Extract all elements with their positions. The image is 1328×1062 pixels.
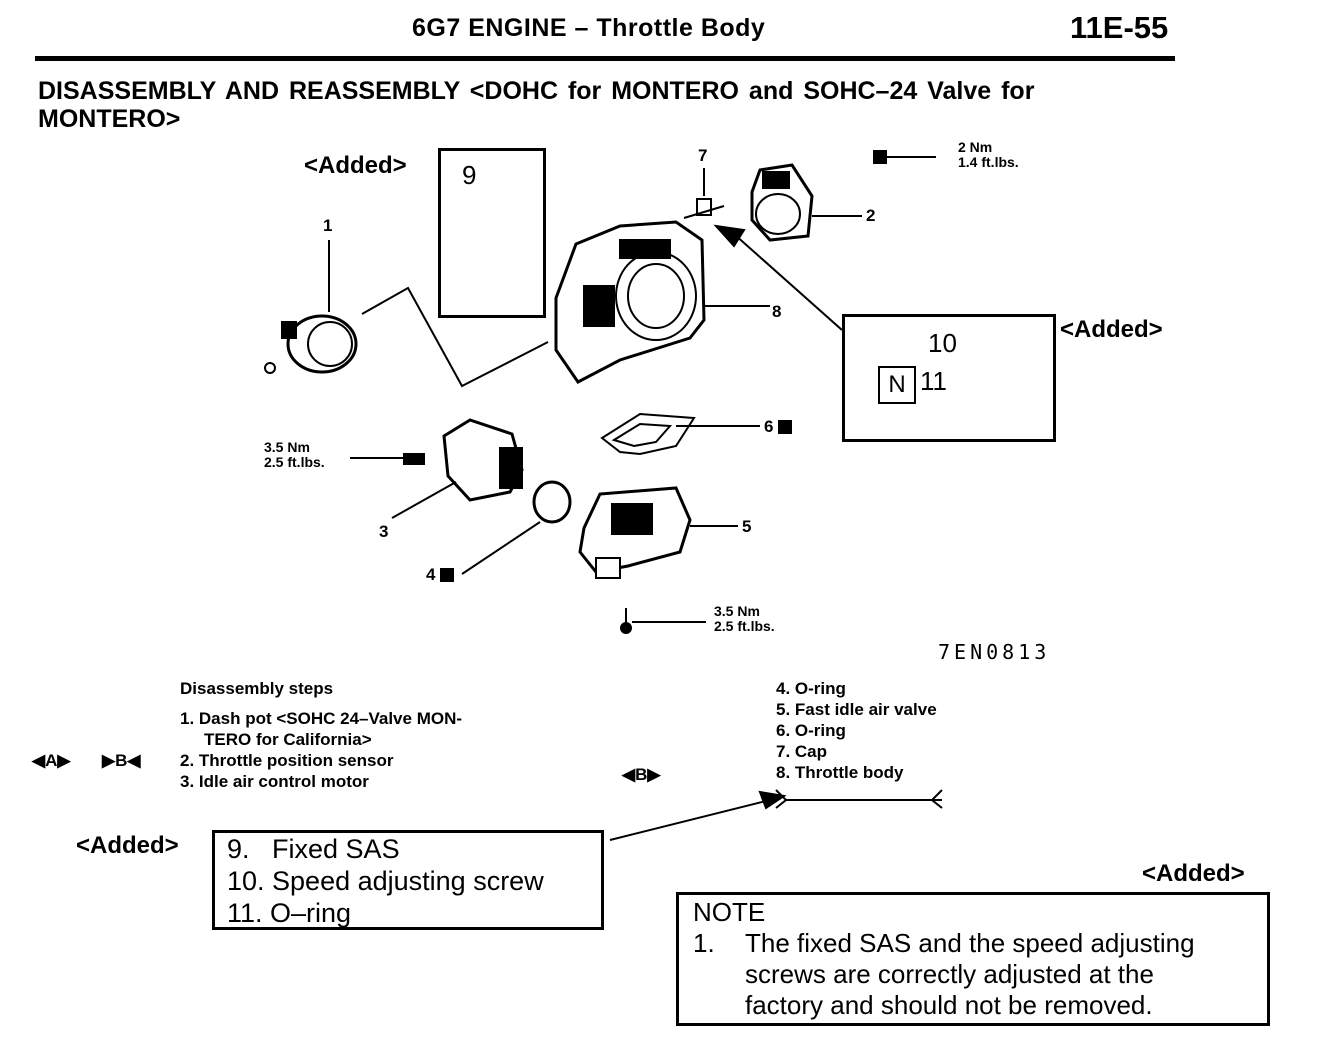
list-item: 8. Throttle body xyxy=(776,763,904,782)
added-box-fixed-sas xyxy=(438,148,546,318)
list-item: 2. Throttle position sensor xyxy=(180,751,394,770)
added-label: <Added> xyxy=(1060,316,1163,343)
torque-nm: 3.5 Nm xyxy=(714,603,760,619)
torque-ftlbs: 1.4 ft.lbs. xyxy=(958,154,1019,170)
marker-b: ▶B◀ xyxy=(102,751,141,770)
gasket-part xyxy=(600,412,760,456)
torque-ftlbs: 2.5 ft.lbs. xyxy=(714,618,775,634)
torque-nm: 3.5 Nm xyxy=(264,439,310,455)
list-item: 4. O-ring xyxy=(776,679,846,698)
callout-10: 10 xyxy=(928,328,957,358)
section-title: DISASSEMBLY AND REASSEMBLY <DOHC for MON… xyxy=(38,77,1035,133)
list-item: 9. Fixed SAS xyxy=(227,834,400,864)
callout-9: 9 xyxy=(462,160,477,190)
callout-5: 5 xyxy=(742,517,752,536)
list-item: 5. Fast idle air valve xyxy=(776,700,937,719)
disassembly-steps-right: 4. O-ring 5. Fast idle air valve 6. O-ri… xyxy=(776,678,937,783)
note-line: screws are correctly adjusted at the xyxy=(745,959,1154,989)
list-item: 7. Cap xyxy=(776,742,828,761)
torque-spec: 2 Nm 1.4 ft.lbs. xyxy=(958,140,1019,170)
note-number: 1. xyxy=(693,928,715,958)
page-number: 11E-55 xyxy=(1070,10,1169,45)
torque-nm: 2 Nm xyxy=(958,139,993,155)
idle-air-control-motor-part xyxy=(350,418,524,519)
disassembly-steps-left: 1. Dash pot <SOHC 24–Valve MON- TERO for… xyxy=(180,708,580,792)
added-steps-box: 9. Fixed SAS 10. Speed adjusting screw 1… xyxy=(212,830,604,930)
list-item: 6. O-ring xyxy=(776,721,846,740)
note-text: The fixed SAS and the speed adjusting sc… xyxy=(745,928,1195,1021)
list-item: 11. O–ring xyxy=(227,898,352,928)
torque-spec: 3.5 Nm 2.5 ft.lbs. xyxy=(264,440,325,470)
callout-1: 1 xyxy=(323,216,333,235)
callout-11: 11 xyxy=(920,366,947,396)
cap-part xyxy=(683,168,725,219)
note-box: NOTE 1. The fixed SAS and the speed adju… xyxy=(676,892,1270,1026)
throttle-position-sensor-part xyxy=(750,163,862,242)
disassembly-heading: Disassembly steps xyxy=(180,679,334,698)
figure-code: 7EN0813 xyxy=(938,640,1051,664)
note-heading: NOTE xyxy=(693,897,766,927)
callout-7: 7 xyxy=(698,146,708,165)
fast-idle-air-valve-part xyxy=(578,486,738,579)
torque-bolt-bottom xyxy=(620,608,706,634)
dash-pot-part xyxy=(264,240,358,374)
o-ring-part xyxy=(461,480,572,575)
callout-4: 4 xyxy=(426,565,436,584)
header-rule xyxy=(35,56,1175,61)
list-item: 1. Dash pot <SOHC 24–Valve MON- xyxy=(180,709,463,728)
torque-bolt-top xyxy=(873,150,936,164)
note-line: The fixed SAS and the speed adjusting xyxy=(745,928,1195,958)
marker-a: ◀A▶ xyxy=(32,751,71,770)
list-item: 10. Speed adjusting screw xyxy=(227,866,544,896)
added-box-speed-screw xyxy=(842,314,1056,442)
replace-mark-4 xyxy=(440,568,454,582)
replace-mark-6 xyxy=(778,420,792,434)
callout-6: 6 xyxy=(764,417,774,436)
callout-3: 3 xyxy=(379,522,389,541)
added-label: <Added> xyxy=(304,152,407,179)
page-header-title: 6G7 ENGINE – Throttle Body xyxy=(412,14,766,42)
list-item: TERO for California> xyxy=(204,730,372,749)
throttle-body-part xyxy=(554,220,770,384)
added-label: <Added> xyxy=(76,832,179,859)
new-part-mark: N xyxy=(878,366,916,404)
note-line: factory and should not be removed. xyxy=(745,990,1153,1020)
callout-8: 8 xyxy=(772,302,782,321)
list-item: 3. Idle air control motor xyxy=(180,772,369,791)
marker-c: ◀B▶ xyxy=(622,765,661,784)
added-label: <Added> xyxy=(1142,860,1245,887)
callout-2: 2 xyxy=(866,206,876,225)
torque-spec: 3.5 Nm 2.5 ft.lbs. xyxy=(714,604,775,634)
torque-ftlbs: 2.5 ft.lbs. xyxy=(264,454,325,470)
